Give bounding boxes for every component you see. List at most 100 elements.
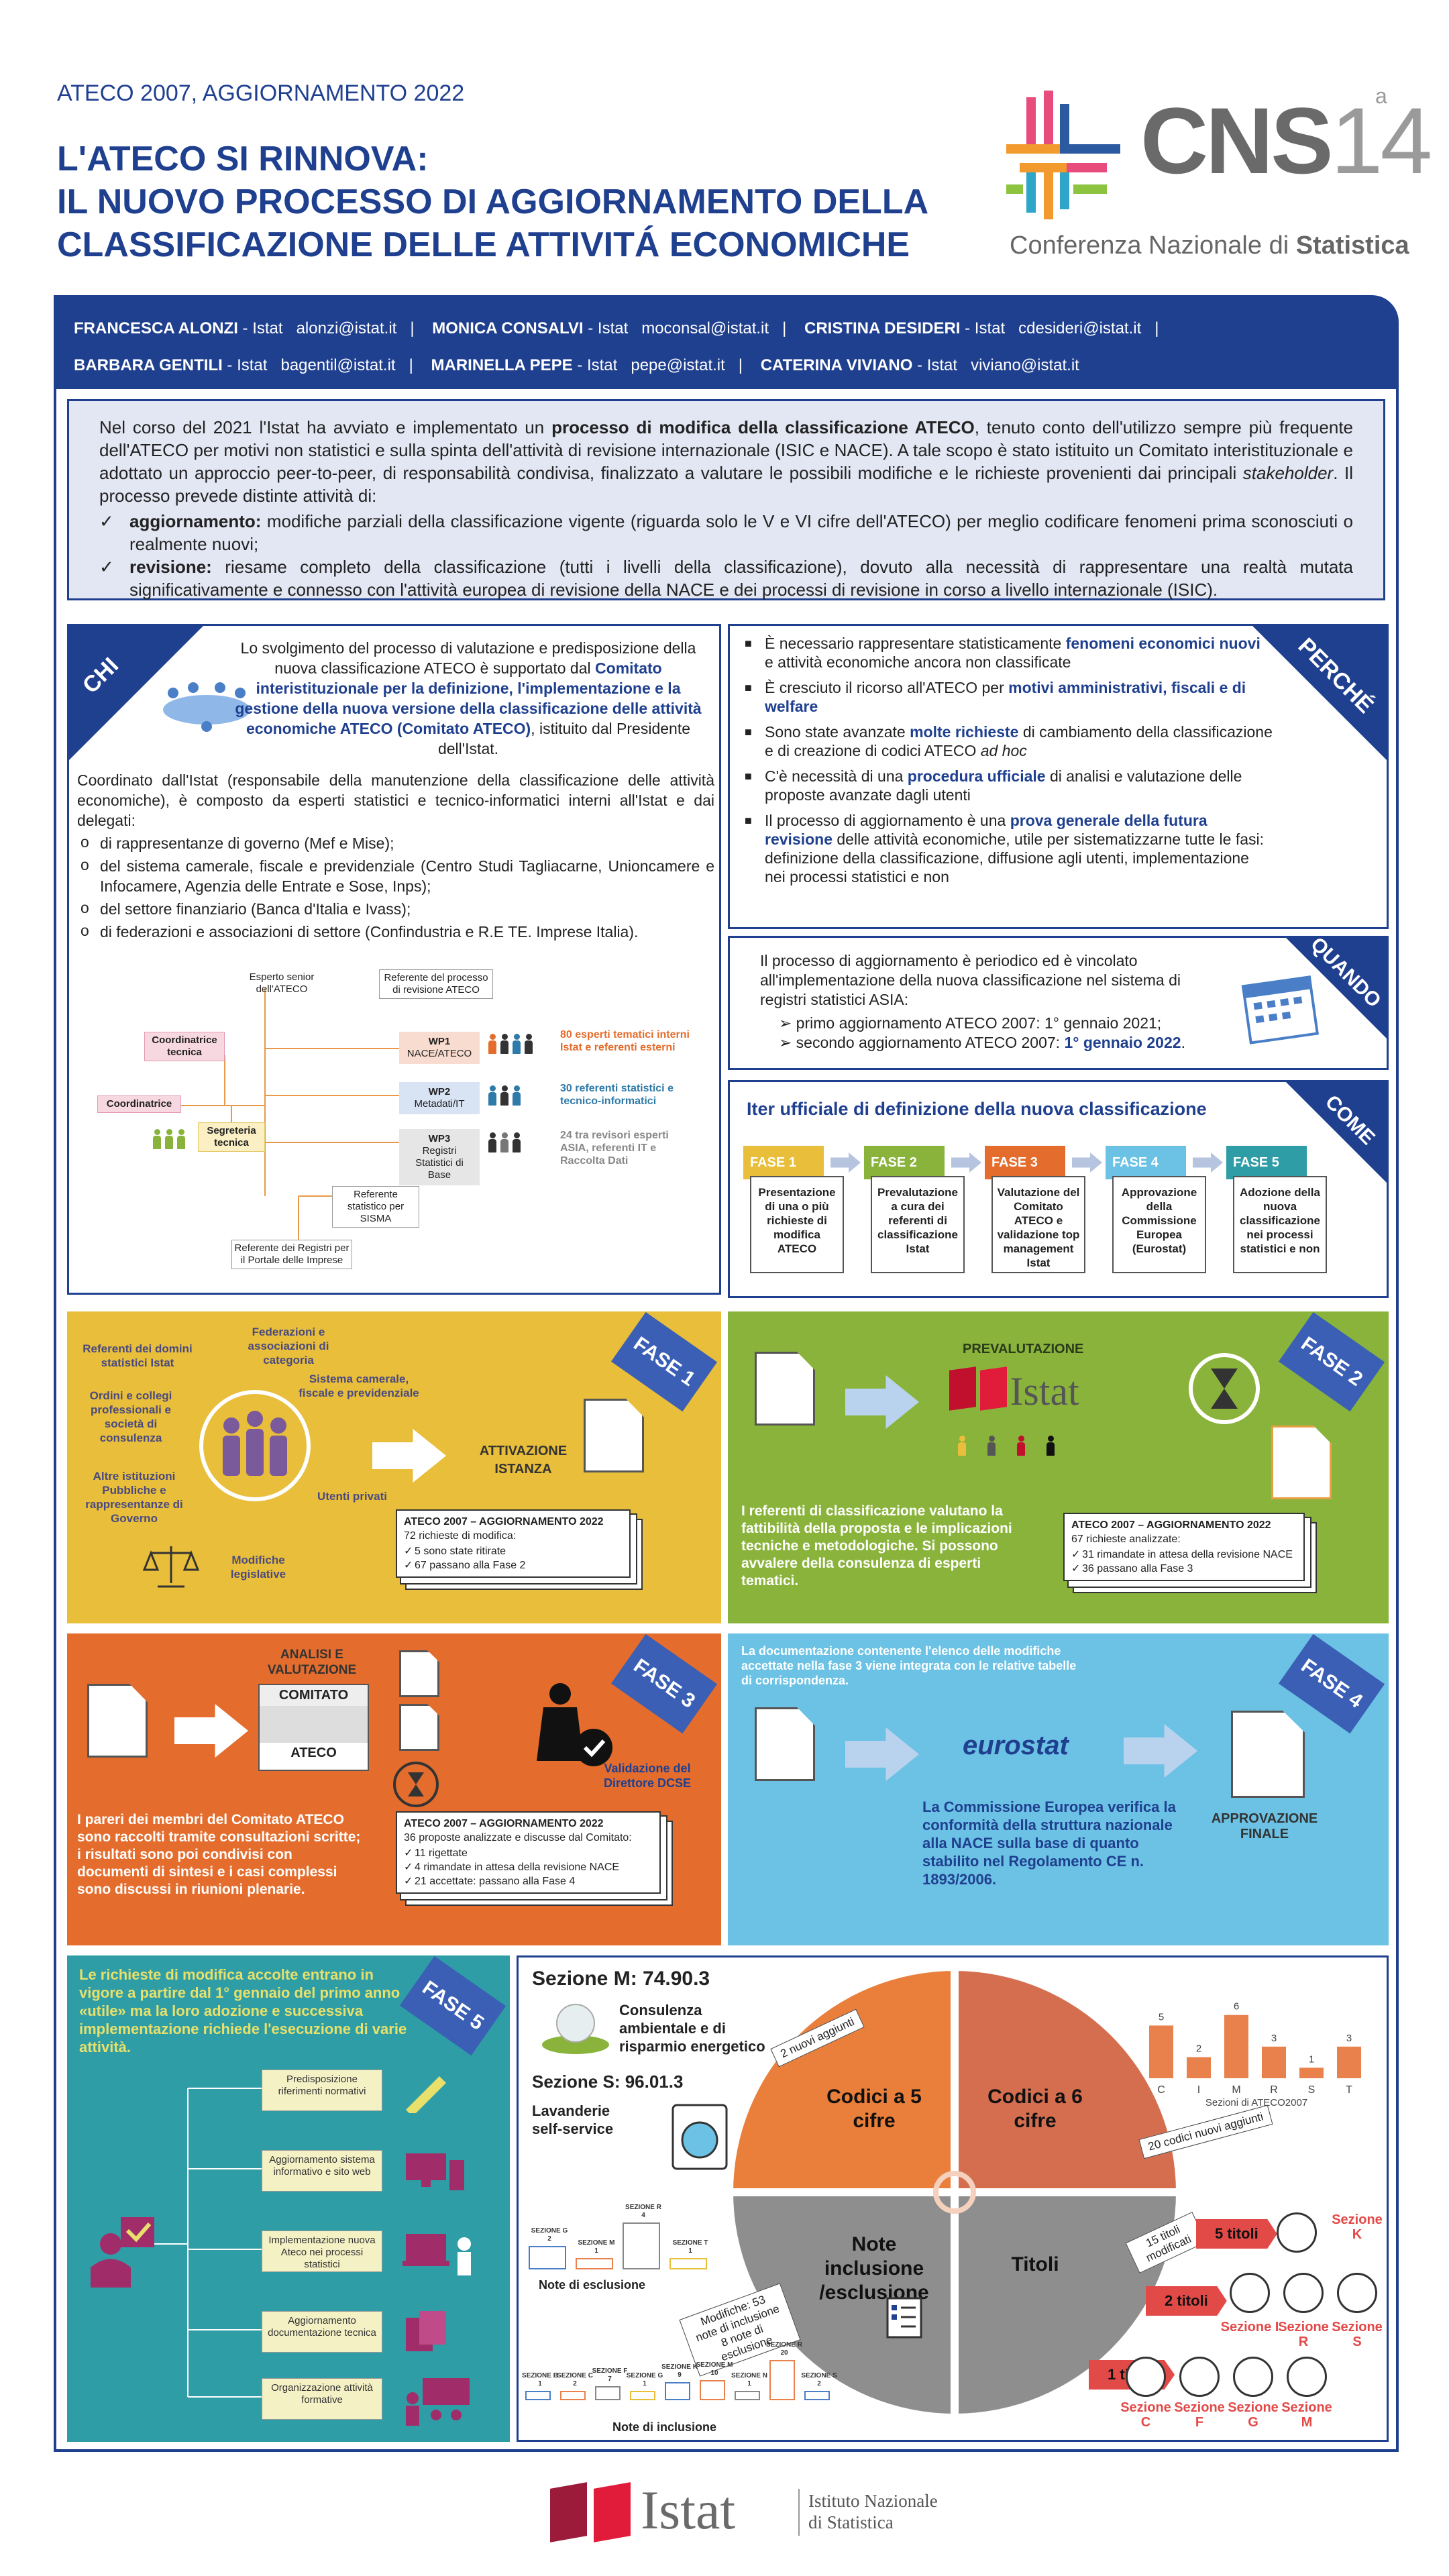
note-bar-label: SEZIONE G 1 [626,2372,663,2387]
theater-icon [1283,2273,1324,2313]
author-email[interactable]: viviano@istat.it [971,356,1079,374]
fase5-step: Aggiornamento documentazione tecnica [262,2311,382,2353]
bar-value-label: 5 [1159,2011,1164,2023]
people-group-icon [486,1085,523,1109]
fase5-step: Predisposizione riferimenti normativi [262,2070,382,2111]
bar-value-label: 1 [1309,2053,1314,2065]
inclusione-title: Note di inclusione [612,2420,717,2434]
pen-icon [406,2076,446,2113]
chi-intro: Lo svolgimento del processo di valutazio… [235,639,702,757]
tag-2-titoli: 2 titoli [1146,2286,1227,2316]
phase-arrow-icon [830,1152,861,1173]
sezione-c-label: Sezione C [1120,2400,1171,2430]
pie-quadrant-6-digit [955,1971,1176,2192]
header-subtitle: ATECO 2007, AGGIORNAMENTO 2022 [57,80,465,106]
org-coord-tecnica: Coordinatrice tecnica [144,1032,225,1061]
sezione-k-label: Sezione K [1332,2212,1383,2242]
org-ref-registri: Referente dei Registri per il Portale de… [231,1240,352,1269]
note-bar [576,2257,613,2269]
org-coordinatrice: Coordinatrice [97,1095,181,1113]
phase-header-1: FASE 1 [743,1146,824,1179]
bar-S [1299,2068,1324,2078]
consulting-icon [1287,2357,1327,2397]
monitor-icon [406,2153,464,2190]
perche-item: Sono state avanzate molte richieste di c… [743,722,1273,760]
authors-row-1: FRANCESCA ALONZI - Istat alonzi@istat.it… [74,319,1159,337]
people-group-icon [486,1034,535,1057]
bar-value-label: 3 [1271,2033,1277,2044]
sezione-m-code: Sezione M: 74.90.3 [532,1968,710,1990]
author-email[interactable]: moconsal@istat.it [641,319,769,337]
note-bar [669,2257,707,2269]
fase1-label: Utenti privati [317,1490,387,1503]
note-bar-label: SEZIONE F 7 [592,2367,628,2383]
phase-header-2: FASE 2 [864,1146,945,1179]
bar-category-label: S [1308,2084,1316,2096]
come-title: Iter ufficiale di definizione della nuov… [747,1099,1207,1119]
quando-section: QUANDO Il processo di aggiornamento è pe… [728,933,1389,1070]
cns-logo-text: CNS14 [1140,88,1432,193]
org-chart: Esperto senior dell'ATECO Referente del … [77,968,718,1290]
bar-value-label: 2 [1196,2043,1201,2055]
pie-label-notes: Note inclusione /esclusione [819,2233,929,2304]
check-icon: ✓ [99,557,114,577]
pie-label-6: Codici a 6 cifre [987,2086,1083,2132]
note-bar [804,2391,830,2400]
hotel-icon [1230,2273,1270,2313]
perche-item: C'è necessità di una procedura ufficiale… [743,767,1273,804]
author-email[interactable]: bagentil@istat.it [280,356,396,374]
fase3-label: ANALISI E VALUTAZIONE [267,1648,357,1677]
bar-I [1187,2057,1211,2078]
author-email[interactable]: alonzi@istat.it [296,319,397,337]
eurostat-logo: eurostat [963,1731,1069,1760]
note-bar-label: SEZIONE G 2 [531,2227,568,2243]
shop-icon [1233,2357,1273,2397]
org-segreteria: Segreteria tecnica [198,1122,265,1152]
title-line-1: L'ATECO SI RINNOVA: [57,140,429,178]
scales-icon [142,1546,200,1588]
phase-box-3: Valutazione del Comitato ATECO e validaz… [991,1176,1085,1273]
chi-item: di federazioni e associazioni di settore… [77,920,714,942]
construction-icon [1179,2357,1220,2397]
sezione-s-desc: Lavanderie self-service [532,2102,614,2137]
fase4-approval: APPROVAZIONE FINALE [1211,1811,1318,1841]
bar-R [1262,2046,1286,2078]
fase1-label: Federazioni e associazioni di categoria [248,1326,329,1366]
chi-body: Coordinato dall'Istat (responsabile dell… [77,770,714,942]
fase1-label: Referenti dei domini statistici Istat [83,1342,193,1369]
arrow-icon [845,1727,919,1781]
authors-bar: FRANCESCA ALONZI - Istat alonzi@istat.it… [54,295,1399,389]
approval-document-icon [1231,1711,1305,1798]
bulb-icon [542,2004,609,2054]
quando-item-2: ➢ secondo aggiornamento ATECO 2007: 1° g… [779,1034,1185,1051]
validator-icon [537,1683,612,1766]
org-wp1-note: 80 esperti tematici interni Istat e refe… [560,1029,690,1053]
checked-document-icon [755,1707,815,1781]
fase3-text: I pareri dei membri del Comitato ATECO s… [77,1812,361,1897]
fase1-section: FASE 1 Referenti dei domini statistici I… [67,1311,721,1623]
sezione-m-desc: Consulenza ambientale e di risparmio ene… [619,2002,765,2055]
house-icon [1337,2273,1377,2313]
phase-header-5: FASE 5 [1226,1146,1307,1179]
author-email[interactable]: cdesideri@istat.it [1018,319,1142,337]
phase-box-5: Adozione della nuova classificazione nei… [1233,1176,1327,1273]
phase-arrow-icon [1193,1152,1223,1173]
fase4-badge: FASE 4 [1278,1633,1385,1734]
note-bar [595,2386,621,2400]
note-bar-label: SEZIONE K 9 [661,2363,698,2379]
note-bar [665,2382,690,2400]
chi-section: CHI Lo svolgimento del processo di valut… [67,624,721,1295]
tag-5-titoli: 5 titoli [1196,2219,1277,2249]
fase3-badge: FASE 3 [610,1633,718,1734]
meeting-icon [163,682,250,732]
author-email[interactable]: pepe@istat.it [631,356,725,374]
sezione-g-label: Sezione G [1228,2400,1279,2430]
perche-item: È necessario rappresentare statisticamen… [743,634,1273,672]
washing-machine-icon [672,2104,728,2170]
phase-box-4: Approvazione della Commissione Europea (… [1112,1176,1206,1273]
